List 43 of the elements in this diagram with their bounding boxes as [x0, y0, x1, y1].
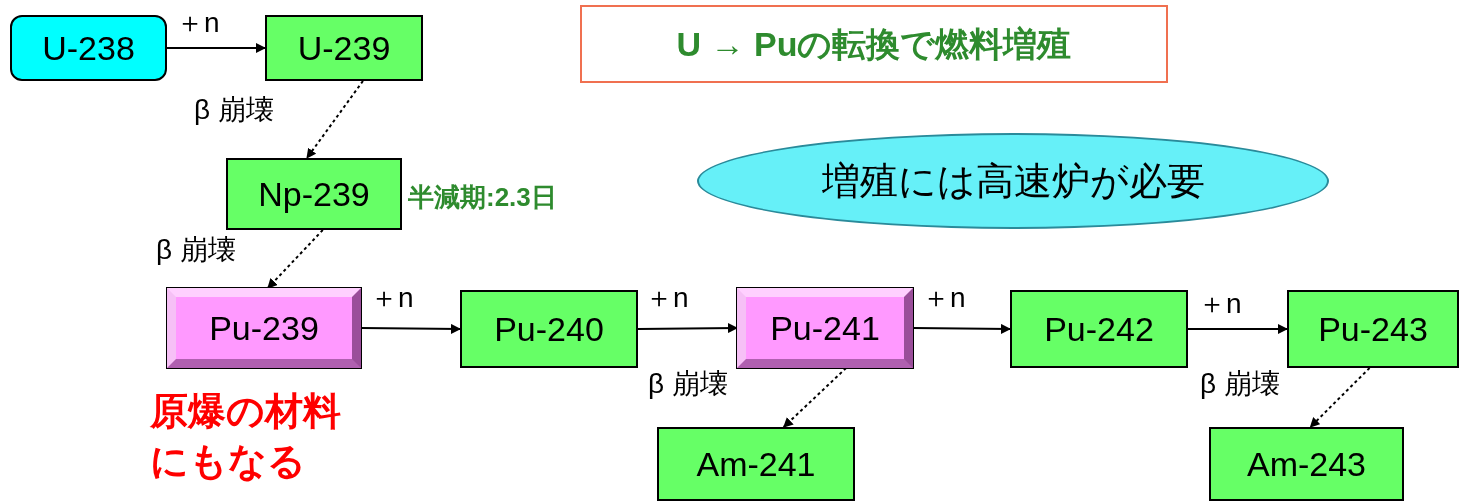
annotation-text: 原爆の材料にもなる: [150, 389, 342, 484]
edge-label: ＋n: [176, 6, 220, 40]
arrow: [360, 323, 461, 334]
node-label: Am-243: [1246, 443, 1367, 485]
edge-label: ＋n: [922, 281, 966, 315]
edge-label: β 崩壊: [1200, 367, 1280, 401]
node-label: Np-239: [258, 173, 370, 215]
arrow: [266, 229, 324, 289]
edge-label: ＋n: [1198, 287, 1242, 321]
edge-label: β 崩壊: [648, 367, 728, 401]
nuclide-box: [1287, 290, 1459, 368]
edge-label: β 崩壊: [194, 93, 274, 127]
arrow: [637, 323, 738, 334]
node-label: Pu-239: [209, 307, 319, 349]
nuclide-box: [737, 288, 913, 368]
nuclide-box: [1010, 290, 1188, 368]
nuclide-box: [265, 15, 423, 81]
nuclide-box: [657, 427, 855, 501]
node-label: Pu-241: [770, 307, 880, 349]
edge-label: β 崩壊: [156, 233, 236, 267]
arrow: [305, 80, 364, 159]
arrow: [782, 367, 848, 428]
nuclide-box: [460, 290, 638, 368]
nuclide-box: [1209, 427, 1404, 501]
arrow: [166, 43, 266, 53]
arrow: [1309, 367, 1371, 428]
title-box: [580, 5, 1168, 83]
arrow: [912, 323, 1011, 334]
nuclide-box: [226, 158, 402, 230]
node-label: Am-241: [696, 443, 816, 485]
edge-label: ＋n: [645, 281, 689, 315]
node-label: U-239: [297, 27, 391, 69]
nuclide-box: [10, 15, 167, 81]
annotation-text: 半減期:2.3日: [408, 181, 558, 214]
node-label: 増殖には高速炉が必要: [821, 158, 1205, 204]
node-label: Pu-240: [494, 308, 604, 350]
nuclide-box: [167, 288, 361, 368]
node-label: U-238: [42, 27, 135, 69]
edge-label: ＋n: [370, 281, 414, 315]
arrow: [1187, 324, 1288, 334]
node-label: U → Puの転換で燃料増殖: [676, 23, 1072, 65]
node-label: Pu-243: [1318, 308, 1428, 350]
node-label: Pu-242: [1044, 308, 1154, 350]
